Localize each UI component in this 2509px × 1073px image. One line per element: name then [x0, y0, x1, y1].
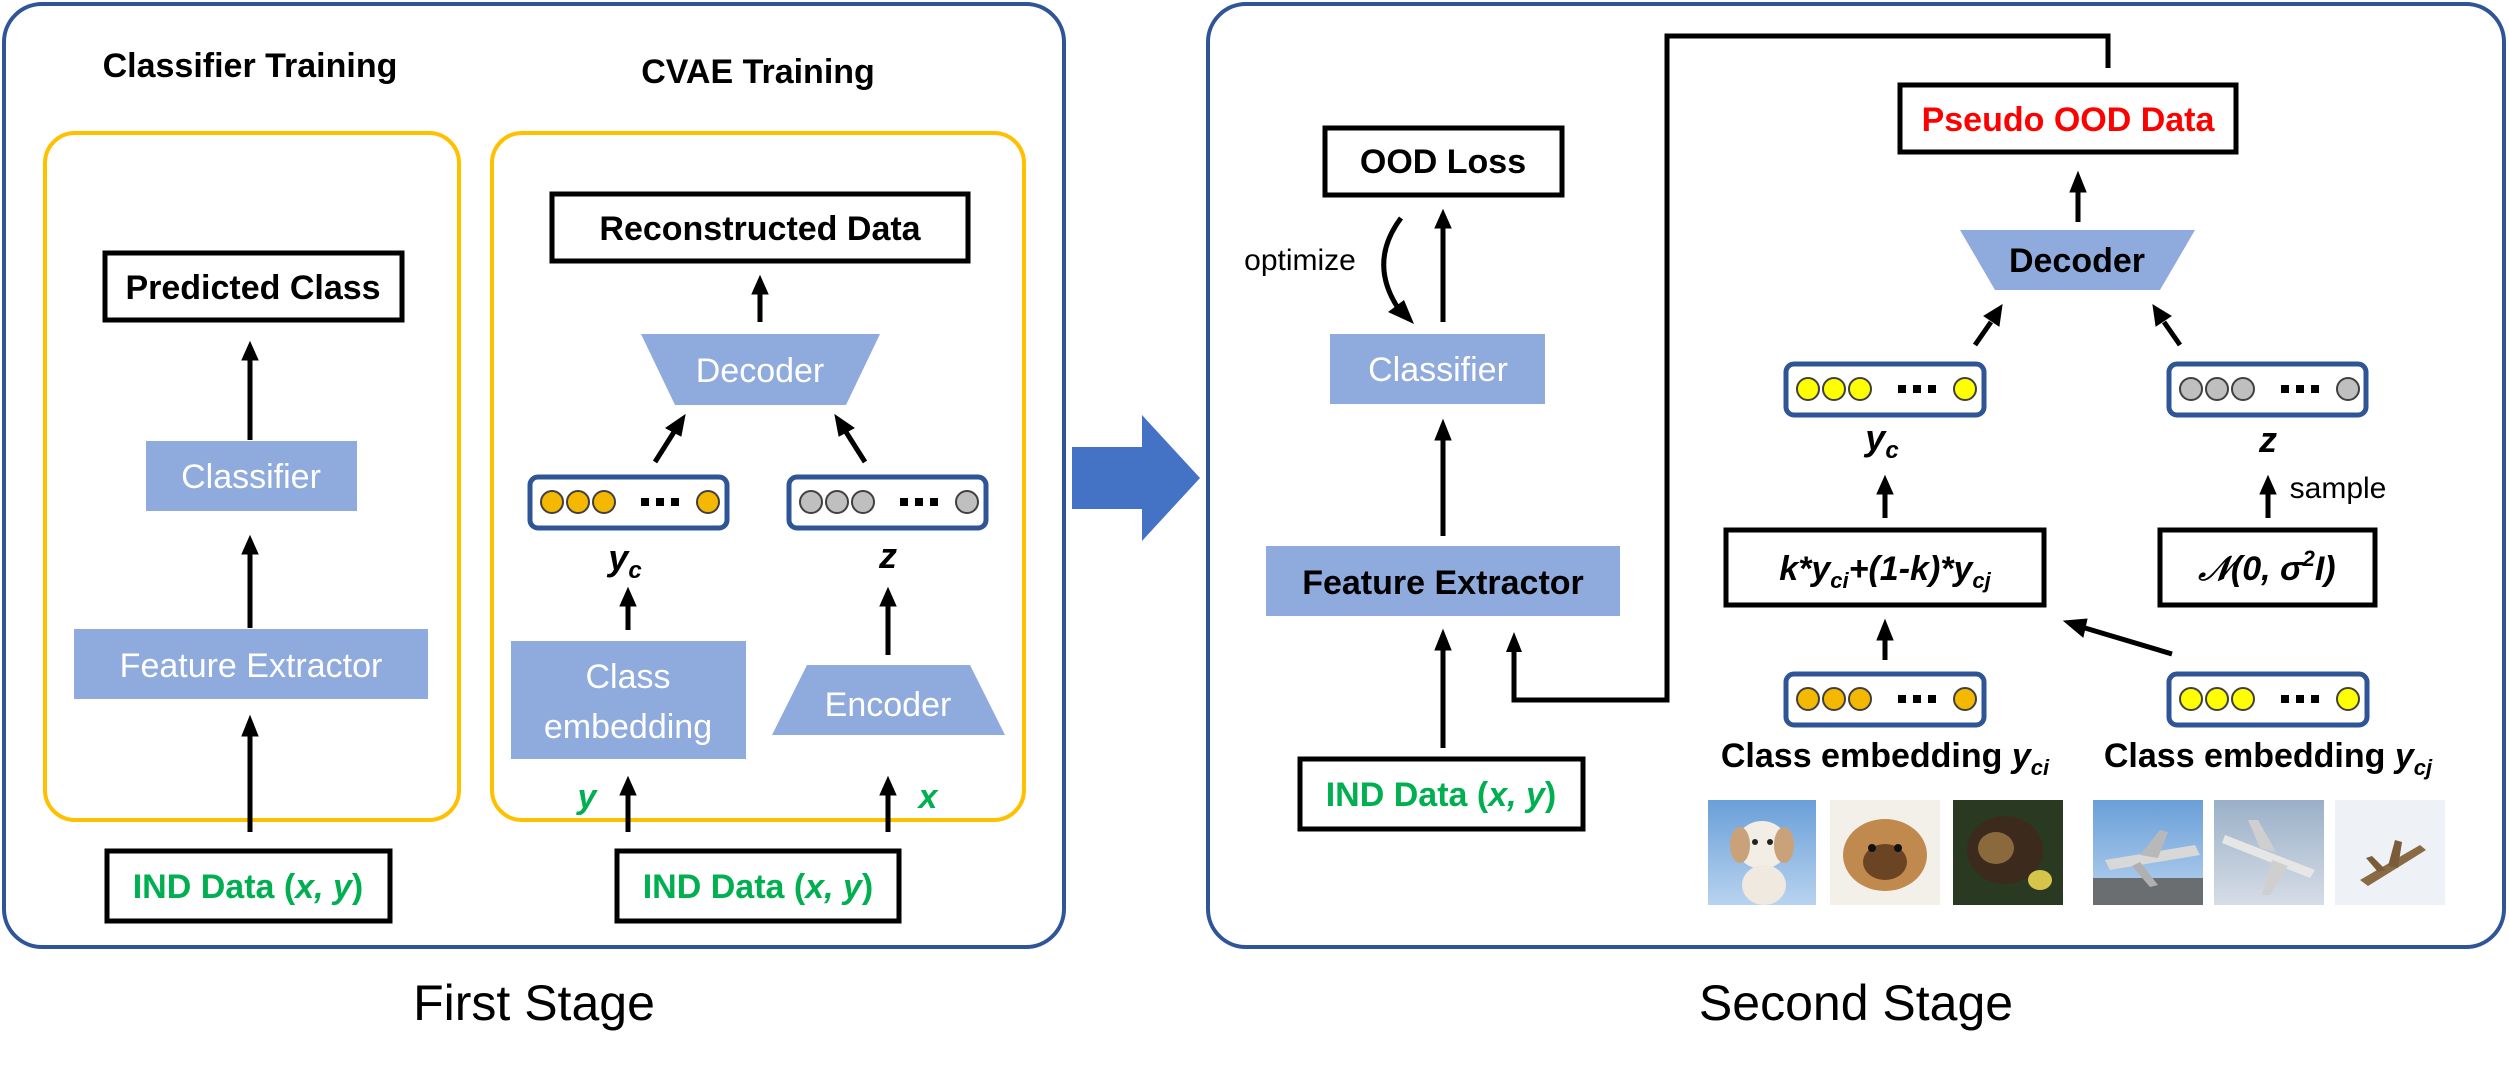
yc-vector-2	[1783, 361, 1987, 418]
classifier-block	[146, 441, 357, 511]
arrow-input-to-encoder	[879, 775, 897, 832]
arrow-embcj-to-mix	[2062, 618, 2173, 657]
classifier-label-2: Classifier	[1368, 351, 1508, 389]
pseudo-ood-feedback-line	[1511, 33, 2111, 703]
optimize-curved-arrow	[1381, 216, 1404, 310]
airplane-image-1	[2093, 800, 2203, 905]
z-label-2: z	[2258, 419, 2277, 460]
feedback-arrowhead	[1506, 632, 1522, 652]
ind-data-box-3	[1297, 756, 1586, 832]
arrow-embci-to-mix	[1876, 618, 1894, 660]
feature-extractor-label: Feature Extractor	[120, 647, 383, 685]
arrow-classifier-to-oodloss	[1434, 208, 1452, 322]
z-vector-1	[786, 474, 989, 531]
yc-label-2: yc	[1863, 417, 1898, 464]
z-label-1: z	[878, 535, 897, 576]
airplane-image-3	[2335, 800, 2445, 905]
mix-formula-label: k*yci+(1-k)*ycj	[1779, 550, 1991, 593]
optimize-arrowhead	[1388, 300, 1414, 324]
arrow-input-to-fe-2	[1434, 628, 1452, 748]
normal-dist-label: 𝒩(0, σ2I)	[2197, 546, 2335, 588]
ood-loss-label: OOD Loss	[1360, 143, 1526, 181]
second-stage-caption: Second Stage	[1699, 975, 2013, 1031]
ind-data-label-1: IND Data (x, y)	[133, 868, 364, 906]
reconstructed-data-label: Reconstructed Data	[599, 210, 921, 248]
encoder-label: Encoder	[825, 686, 952, 724]
airplane-image-2	[2214, 800, 2324, 905]
ind-data-box-1	[104, 848, 393, 924]
class-embedding-ci-label: Class embedding yci	[1721, 737, 2050, 780]
ood-loss-box	[1322, 125, 1565, 198]
dog-image-3	[1953, 800, 2063, 905]
arrow-z2-to-decoder	[2152, 304, 2183, 347]
pseudo-ood-box	[1897, 82, 2239, 155]
normal-dist-box	[2157, 527, 2378, 608]
ind-data-label-3: IND Data (x, y)	[1326, 776, 1557, 814]
ind-data-label-2: IND Data (x, y)	[643, 868, 874, 906]
yc-vector-1	[527, 474, 730, 531]
class-embedding-label-line2: embedding	[544, 708, 712, 746]
decoder-label-1: Decoder	[696, 352, 825, 390]
z-vector-2	[2166, 361, 2369, 418]
feature-extractor-label-2: Feature Extractor	[1302, 564, 1584, 602]
feature-extractor-block-2	[1266, 546, 1620, 616]
decoder-trapezoid-2	[1960, 230, 2195, 290]
y-input-label: y	[576, 778, 599, 816]
decoder-trapezoid-1	[641, 334, 880, 405]
first-stage-caption: First Stage	[413, 975, 655, 1031]
optimize-label: optimize	[1244, 244, 1356, 277]
classifier-block-2	[1330, 334, 1545, 404]
arrow-normal-to-z	[2259, 474, 2277, 518]
arrow-mix-to-yc	[1876, 474, 1894, 518]
dog-image-1	[1708, 800, 1816, 905]
arrow-up-classifier-to-predicted	[241, 340, 259, 440]
class-embedding-ci-vector	[1783, 671, 1987, 728]
cvae-training-title: CVAE Training	[641, 53, 875, 91]
classifier-training-title: Classifier Training	[103, 47, 398, 85]
dog-image-2	[1830, 800, 1940, 905]
reconstructed-data-box	[549, 191, 971, 264]
arrow-yc2-to-decoder	[1972, 304, 2003, 347]
arrow-decoder-to-pseudo	[2069, 170, 2087, 222]
x-input-label: x	[917, 778, 940, 816]
arrow-up-fe-to-classifier	[241, 534, 259, 628]
ind-data-box-2	[614, 848, 902, 924]
class-embedding-label-line1: Class	[585, 658, 670, 696]
feature-extractor-block	[74, 629, 428, 699]
classifier-label: Classifier	[181, 458, 321, 496]
class-embedding-cj-vector	[2166, 671, 2370, 728]
decoder-label-2: Decoder	[2009, 242, 2145, 280]
arrow-z-to-decoder	[834, 413, 868, 464]
arrow-yc-to-decoder	[652, 413, 686, 464]
cvae-training-box	[490, 131, 1026, 822]
arrow-up-decoder-to-recon	[751, 274, 769, 322]
sample-label: sample	[2290, 472, 2387, 505]
arrow-embed-to-yc	[619, 586, 637, 630]
class-embedding-block	[511, 641, 746, 759]
second-stage-panel	[1206, 2, 2506, 949]
encoder-trapezoid	[772, 665, 1005, 735]
arrow-up-input-to-fe	[241, 714, 259, 832]
stage-transition-arrow	[1072, 415, 1200, 541]
arrow-encoder-to-z	[879, 586, 897, 655]
yc-label-1: yc	[606, 537, 641, 584]
first-stage-panel	[2, 2, 1066, 949]
pseudo-ood-label: Pseudo OOD Data	[1922, 101, 2216, 139]
arrow-fe-to-classifier-2	[1434, 418, 1452, 536]
class-embedding-cj-label: Class embedding ycj	[2104, 737, 2433, 780]
mix-formula-box	[1723, 527, 2047, 608]
predicted-class-box	[102, 250, 405, 323]
arrow-input-to-embed	[619, 775, 637, 832]
predicted-class-label: Predicted Class	[125, 269, 380, 307]
